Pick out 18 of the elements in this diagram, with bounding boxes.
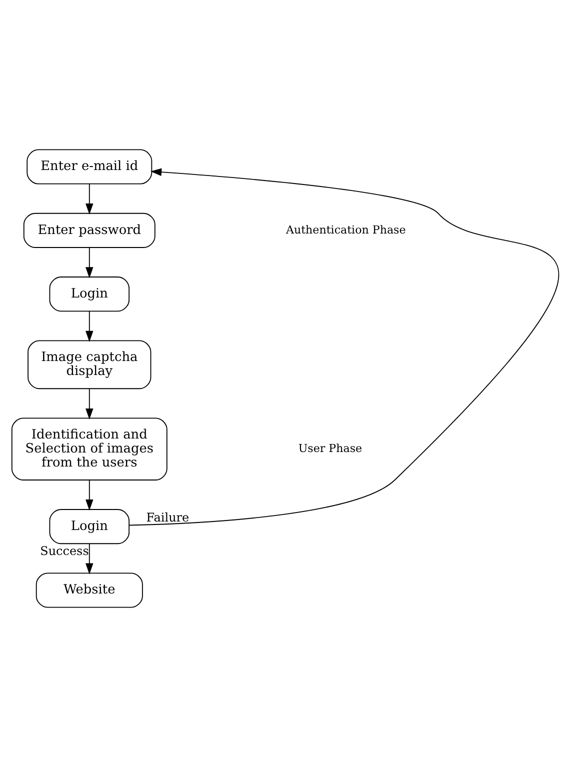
- arrow: [86, 247, 94, 278]
- arrow: [86, 183, 94, 215]
- arrow: [86, 480, 94, 511]
- edge-label: Success: [40, 544, 89, 558]
- label: Authentication Phase: [286, 223, 406, 236]
- edge-label: Failure: [146, 510, 190, 524]
- node-box: Image captcha display: [28, 340, 152, 390]
- node-box: Identification and Selection of images from the users: [11, 418, 168, 480]
- arrow: [86, 388, 94, 420]
- node-box: Login: [49, 276, 130, 312]
- arrow: [86, 543, 94, 574]
- arrow: [86, 310, 94, 342]
- node-box: Enter e-mail id: [26, 149, 152, 184]
- node-box: Login: [49, 509, 130, 544]
- node-box: Enter password: [23, 212, 156, 248]
- arrow: [128, 168, 560, 526]
- node-box: Website: [36, 572, 143, 608]
- label: User Phase: [298, 442, 362, 455]
